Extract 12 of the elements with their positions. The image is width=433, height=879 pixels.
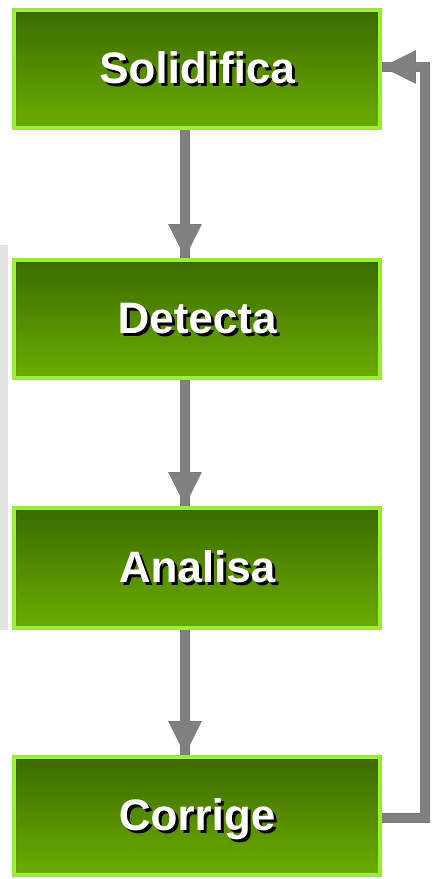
step-label: Detecta xyxy=(118,294,276,344)
step-label: Analisa xyxy=(118,543,276,593)
process-box xyxy=(12,755,382,877)
process-box xyxy=(12,8,382,130)
process-box xyxy=(12,506,382,630)
step-label: Corrige xyxy=(118,791,276,841)
arrow xyxy=(168,130,202,258)
arrow xyxy=(168,630,202,755)
arrow xyxy=(382,50,430,823)
process-box xyxy=(12,258,382,380)
step-label: Solidifica xyxy=(99,44,295,94)
arrow xyxy=(168,380,202,506)
